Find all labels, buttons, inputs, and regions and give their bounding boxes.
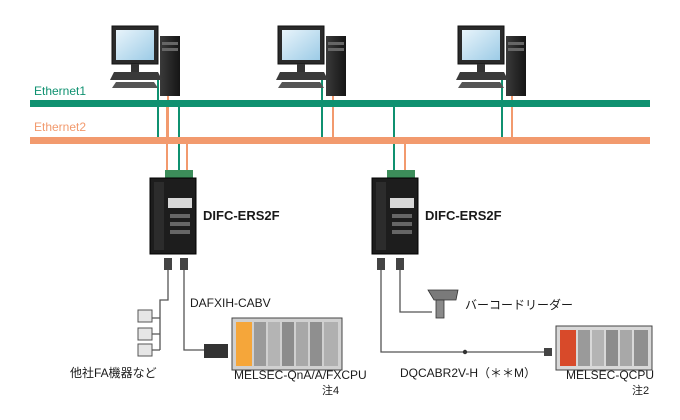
pc-icon [456, 25, 526, 96]
cable-right-label: DQCABR2V-H（＊＊M） [400, 366, 537, 380]
plc-left-note: 注4 [322, 385, 340, 397]
barcode-label: バーコードリーダー [465, 298, 574, 312]
serial-cables [150, 268, 548, 353]
plc-left-label: MELSEC-QnA/A/FXCPU [234, 368, 367, 382]
converter-left-label: DIFC-ERS2F [203, 208, 280, 223]
converter-icon [371, 170, 419, 255]
ethernet2-label: Ethernet2 [34, 120, 87, 134]
converter-right-label: DIFC-ERS2F [425, 208, 502, 223]
ethernet1-bus [30, 100, 650, 107]
converter-icon [149, 170, 197, 255]
fa-device-icon [137, 309, 153, 357]
cable-left-label: DAFXIH-CABV [190, 296, 271, 310]
barcode-reader-icon [427, 289, 459, 319]
connector-icon [164, 258, 552, 358]
plc-icon [555, 325, 653, 371]
plc-right-label: MELSEC-QCPU [566, 368, 655, 382]
other-fa-label: 他社FA機器など [70, 366, 157, 380]
pc-icon [110, 25, 180, 96]
plc-right-note: 注2 [632, 385, 650, 397]
ethernet2-bus [30, 137, 650, 144]
ethernet1-label: Ethernet1 [34, 84, 87, 98]
pc-icon [276, 25, 346, 96]
plc-icon [231, 317, 343, 371]
